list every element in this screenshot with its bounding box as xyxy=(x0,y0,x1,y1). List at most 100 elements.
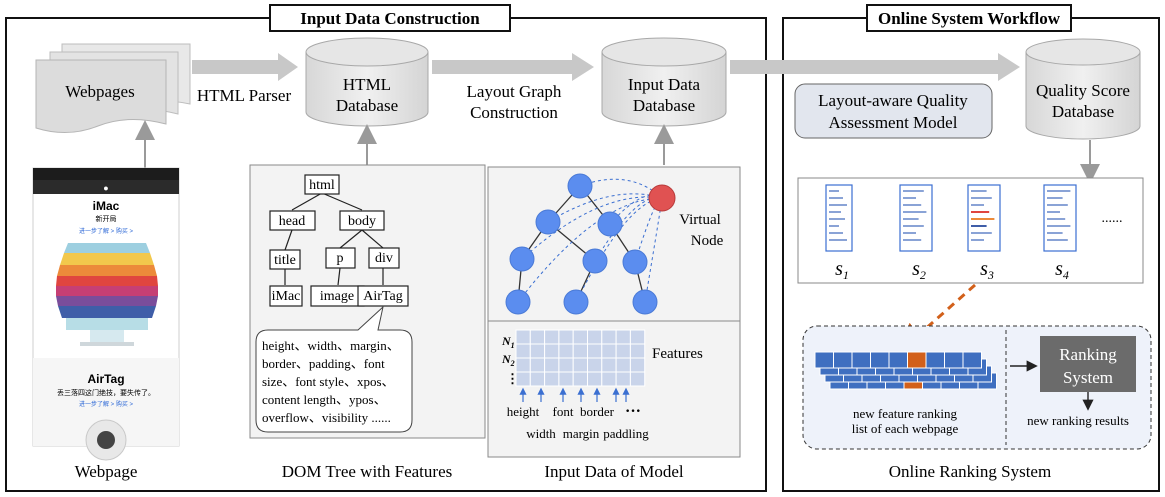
dom-tree-panel: html head body title p div iMac image Ai… xyxy=(249,164,486,439)
thumbnail-line xyxy=(829,204,847,206)
matrix-cell xyxy=(587,329,603,345)
thumbnail-line xyxy=(971,197,992,199)
dom-node-airtag: AirTag xyxy=(363,289,402,304)
thumbnail-line xyxy=(903,204,922,206)
dom-node-image: image xyxy=(320,289,354,304)
matrix-cell xyxy=(544,329,560,345)
matrix-cell xyxy=(629,357,646,373)
thumbnail-line xyxy=(903,218,919,220)
ranking-bar-cell xyxy=(907,351,927,369)
matrix-row1-label: N1 xyxy=(501,334,515,350)
thumbnail-line xyxy=(829,190,839,192)
dom-node-div: div xyxy=(375,251,393,266)
graph-node xyxy=(597,211,623,237)
webpages-label: Webpages xyxy=(65,82,134,101)
html-parser-label: HTML Parser xyxy=(197,86,292,105)
caption-webpage: Webpage xyxy=(75,462,138,481)
ranking-system-line1: Ranking xyxy=(1059,345,1117,364)
layout-graph-line2: Construction xyxy=(470,103,558,122)
layout-graph xyxy=(505,173,676,315)
matrix-cell xyxy=(615,329,631,345)
thumbnail-line xyxy=(971,190,987,192)
virtual-edge xyxy=(594,197,663,262)
thumbnail-line xyxy=(903,232,916,234)
ranking-results: new ranking results xyxy=(1027,413,1129,428)
dom-node-head: head xyxy=(279,214,305,229)
thumbnail-line xyxy=(971,204,984,206)
thumbnail-line xyxy=(829,197,843,199)
phone-subtitle-airtag: 丢三落四这门绝技，要失传了。 xyxy=(57,388,155,397)
matrix-cell xyxy=(529,371,546,387)
matrix-cell xyxy=(529,329,546,345)
virtual-edge xyxy=(521,196,663,260)
thumbnail-line xyxy=(971,232,992,234)
html-database-cylinder: HTML Database xyxy=(305,37,429,127)
thumbnail-line xyxy=(903,225,924,227)
phone-subtitle-imac: 新开局 xyxy=(96,214,117,223)
scores-ellipsis: ...... xyxy=(1102,211,1123,226)
graph-node xyxy=(535,209,561,235)
apple-logo-icon: ● xyxy=(103,183,108,193)
virtual-edge xyxy=(547,193,663,223)
matrix-cell xyxy=(615,357,631,373)
matrix-cell xyxy=(587,371,603,387)
matrix-cell xyxy=(572,357,589,373)
input-db-line1: Input Data xyxy=(628,75,701,94)
thumbnail-line xyxy=(829,232,843,234)
matrix-cell xyxy=(601,371,617,387)
panel-title-input: Input Data Construction xyxy=(300,9,480,28)
thumbnail-line xyxy=(1047,197,1063,199)
features-bubble xyxy=(255,305,413,433)
quality-model-line2: Assessment Model xyxy=(829,113,958,132)
score-label: s2 xyxy=(912,258,926,282)
graph-node xyxy=(622,249,648,275)
matrix-label-dots: ··· xyxy=(625,403,641,420)
thumbnail-line xyxy=(1047,211,1060,213)
thumbnail-line xyxy=(1047,225,1071,227)
matrix-cell xyxy=(529,357,546,373)
score-label: s4 xyxy=(1055,258,1069,282)
graph-node xyxy=(505,289,531,315)
matrix-label-border: border xyxy=(580,404,615,419)
matrix-cell xyxy=(558,371,574,387)
dom-node-html: html xyxy=(309,178,335,193)
feature-matrix xyxy=(515,329,646,387)
graph-node xyxy=(582,248,608,274)
thumbnail-line xyxy=(971,225,987,227)
ranking-bar-cell xyxy=(814,351,834,369)
graph-node xyxy=(567,173,593,199)
phone-links-airtag: 进一步了解 > 购买 > xyxy=(79,400,134,408)
graph-node xyxy=(632,289,658,315)
graph-node xyxy=(563,289,589,315)
ranking-bar-cell xyxy=(888,351,908,369)
ranking-caption-line2: list of each webpage xyxy=(852,421,959,436)
matrix-features-label: Features xyxy=(652,346,703,362)
ranking-bar-cell xyxy=(851,351,871,369)
matrix-cell xyxy=(558,343,574,359)
html-db-line2: Database xyxy=(336,96,398,115)
input-database-cylinder: Input Data Database xyxy=(601,37,727,127)
quality-db-line1: Quality Score xyxy=(1036,81,1130,100)
feature-line: overflow、visibility ...... xyxy=(262,410,391,425)
dom-node-p: p xyxy=(337,251,344,266)
matrix-cell xyxy=(544,343,560,359)
score-label: s3 xyxy=(980,258,994,282)
matrix-label-width: width xyxy=(526,426,556,441)
matrix-cell xyxy=(601,357,617,373)
flow-arrow-1 xyxy=(192,53,298,81)
feature-line: height、width、margin、 xyxy=(262,338,400,353)
thumbnail-line xyxy=(829,211,841,213)
caption-model-input: Input Data of Model xyxy=(544,462,684,481)
matrix-cell xyxy=(629,329,646,345)
ranking-panel: new feature ranking list of each webpage… xyxy=(802,325,1152,450)
matrix-cell xyxy=(572,371,589,387)
thumbnail-line xyxy=(903,211,927,213)
feature-line: border、padding、font xyxy=(262,356,385,371)
ranking-caption-line1: new feature ranking xyxy=(853,406,957,421)
matrix-cell xyxy=(629,343,646,359)
virtual-edge xyxy=(517,197,663,303)
feature-ranking-bars xyxy=(814,351,997,390)
matrix-label-height: height xyxy=(507,404,540,419)
matrix-cell xyxy=(615,343,631,359)
thumbnail-line xyxy=(903,197,916,199)
